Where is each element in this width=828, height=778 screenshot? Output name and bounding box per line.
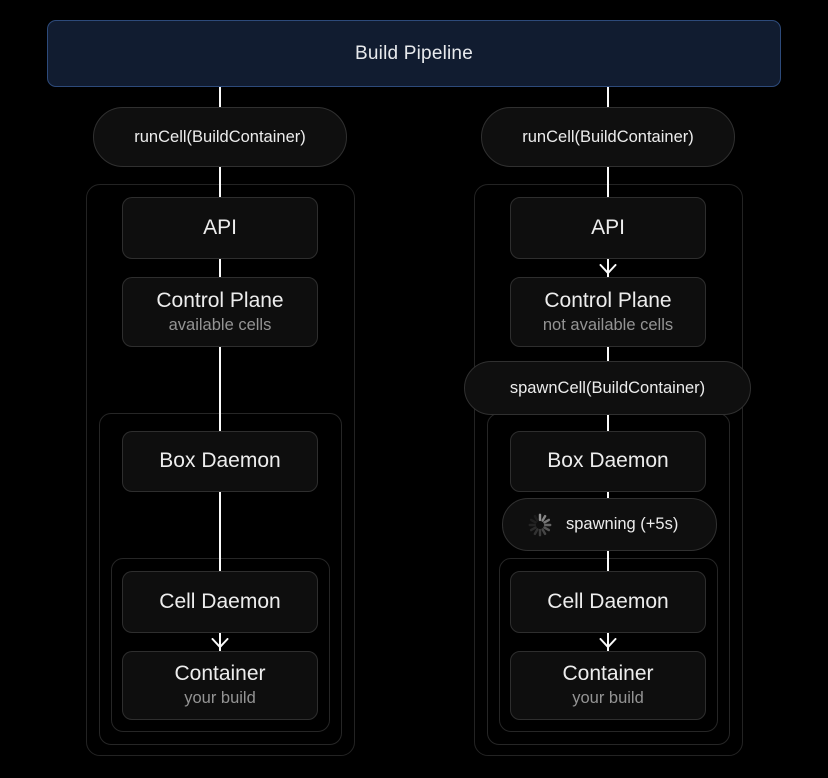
spawning-pill: spawning (+5s) [502,498,717,551]
control-plane-subtitle-left: available cells [168,315,272,334]
container-title-left: Container [174,662,266,686]
arrow-down-icon-right [599,638,617,649]
runcell-label-right: runCell(BuildContainer) [522,127,694,146]
box-daemon-label-left: Box Daemon [159,449,281,473]
container-title-right: Container [562,662,654,686]
arrow-down-icon-left [211,638,229,649]
cell-daemon-label-right: Cell Daemon [547,589,669,613]
connector-line-left [219,87,221,651]
control-plane-title-left: Control Plane [156,288,284,312]
container-subtitle-left: your build [184,689,256,708]
container-node-right: Container your build [510,651,706,720]
api-node-right: API [510,197,706,259]
spawncell-label: spawnCell(BuildContainer) [509,378,706,397]
pipeline-header: Build Pipeline [47,20,781,87]
arrow-down-icon-api-right [599,264,617,275]
api-label-right: API [591,215,625,239]
control-plane-node-right: Control Plane not available cells [510,277,706,347]
box-daemon-node-left: Box Daemon [122,431,318,492]
control-plane-node-left: Control Plane available cells [122,277,318,347]
runcell-pill-left: runCell(BuildContainer) [93,107,347,167]
cell-daemon-node-left: Cell Daemon [122,571,318,633]
cell-daemon-label-left: Cell Daemon [159,589,281,613]
api-label-left: API [203,215,237,239]
box-daemon-label-right: Box Daemon [547,449,669,473]
control-plane-title-right: Control Plane [544,288,672,312]
spinner-icon [528,513,552,536]
box-daemon-node-right: Box Daemon [510,431,706,492]
cell-daemon-node-right: Cell Daemon [510,571,706,633]
container-node-left: Container your build [122,651,318,720]
runcell-label-left: runCell(BuildContainer) [134,127,306,146]
api-node-left: API [122,197,318,259]
pipeline-title: Build Pipeline [355,42,473,64]
spawning-label: spawning (+5s) [566,515,679,533]
container-subtitle-right: your build [572,689,644,708]
runcell-pill-right: runCell(BuildContainer) [481,107,735,167]
control-plane-subtitle-right: not available cells [542,315,674,334]
spawncell-pill: spawnCell(BuildContainer) [464,361,751,415]
